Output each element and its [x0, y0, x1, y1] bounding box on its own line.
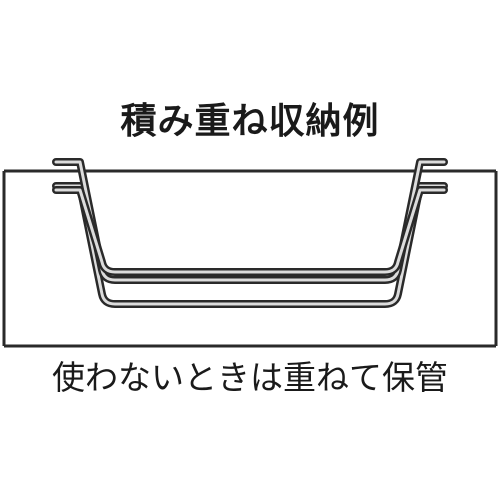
- tray-top: [52, 186, 448, 276]
- diagram-caption: 使わないときは重ねて保管: [52, 358, 448, 397]
- diagram-title: 積み重ね収納例: [120, 101, 380, 142]
- tray-bottom: [52, 182, 448, 308]
- tray-middle: [52, 158, 448, 284]
